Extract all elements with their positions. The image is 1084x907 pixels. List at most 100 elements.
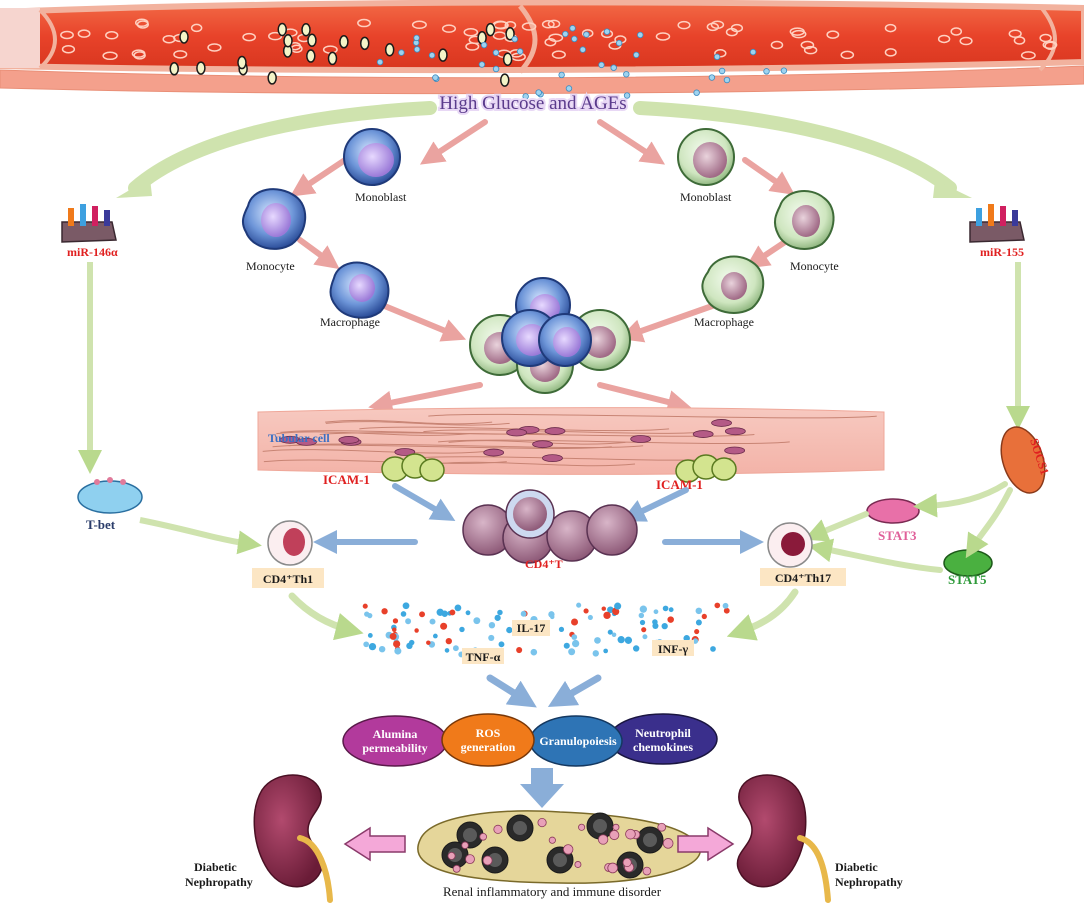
cytokine-dot bbox=[452, 645, 459, 652]
cytokine-dot bbox=[414, 628, 419, 633]
infg-label: INF-γ bbox=[658, 642, 689, 656]
glucose-dot bbox=[571, 35, 578, 43]
red-blood-cell bbox=[242, 32, 256, 42]
right-monocyte-label: Monocyte bbox=[790, 259, 839, 273]
red-blood-cell bbox=[884, 48, 897, 57]
glucose-dot bbox=[598, 61, 605, 69]
cytokine-dot bbox=[603, 648, 609, 654]
inflammatory-cell bbox=[612, 823, 620, 831]
tnfa-label-box bbox=[462, 648, 504, 664]
cytokine-dot bbox=[494, 614, 501, 621]
red-blood-cell bbox=[441, 24, 457, 33]
red-blood-cell bbox=[77, 29, 91, 38]
cytokine-dot bbox=[444, 648, 450, 653]
tissue-nucleus bbox=[630, 435, 652, 443]
left-macrophage-label: Macrophage bbox=[320, 315, 380, 329]
mir146-chip-icon bbox=[61, 204, 117, 243]
red-blood-cell bbox=[547, 19, 561, 29]
right-macrophage-cell bbox=[701, 255, 765, 314]
glucose-dot bbox=[623, 92, 631, 99]
inflammatory-cell bbox=[482, 855, 493, 866]
arrow-down-to-renal bbox=[520, 768, 564, 808]
stat3-label: STAT3 bbox=[878, 528, 917, 543]
tissue-nucleus bbox=[532, 440, 553, 449]
cytokine-dot bbox=[633, 645, 640, 652]
stimulus-title: High Glucose and AGEs bbox=[439, 93, 626, 114]
inflammatory-cell bbox=[609, 830, 620, 841]
tissue-fiber bbox=[423, 429, 712, 434]
mir146-label: miR-146α bbox=[67, 245, 118, 259]
cytokine-dot bbox=[392, 627, 397, 632]
glucose-dot bbox=[562, 30, 569, 38]
red-blood-cell bbox=[541, 20, 555, 29]
th1-label-box bbox=[252, 568, 324, 588]
renal-structures bbox=[441, 812, 674, 879]
cytokine-dot bbox=[571, 634, 578, 640]
inflammatory-cell bbox=[493, 824, 503, 834]
age-particle bbox=[505, 27, 515, 41]
tissue-nucleus bbox=[506, 428, 528, 437]
cytokine-dot bbox=[440, 622, 448, 630]
glucose-dot bbox=[583, 31, 590, 38]
cytokine-dot bbox=[367, 633, 373, 638]
age-particle bbox=[283, 33, 293, 48]
glucose-dot bbox=[569, 25, 576, 32]
tissue-fiber bbox=[325, 419, 493, 425]
th1-label: CD4⁺Th1 bbox=[263, 572, 313, 586]
tissue-fiber bbox=[434, 461, 636, 467]
th17-label-box bbox=[760, 568, 846, 586]
inflammatory-cell bbox=[622, 857, 632, 868]
inflammatory-cell bbox=[452, 864, 461, 873]
age-particle bbox=[485, 22, 496, 37]
glucose-dot bbox=[763, 68, 770, 75]
red-blood-cell bbox=[411, 20, 427, 30]
stat5-label: STAT5 bbox=[948, 572, 987, 587]
tissue-nucleus bbox=[724, 446, 746, 455]
tnfa-label: TNF-α bbox=[466, 650, 501, 664]
cytokine-dot bbox=[497, 609, 503, 616]
th17-cell bbox=[767, 522, 813, 568]
tissue-nucleus bbox=[296, 437, 317, 446]
red-blood-cell bbox=[548, 33, 564, 43]
cytokine-dot bbox=[520, 610, 527, 617]
cytokine-dot bbox=[576, 602, 582, 608]
glucose-dot bbox=[713, 53, 721, 61]
mir155-chip-icon bbox=[969, 204, 1025, 243]
effect-3-line1: Granulopoiesis bbox=[539, 734, 617, 748]
cytokine-dot bbox=[445, 637, 452, 645]
red-blood-cell bbox=[1013, 36, 1026, 45]
cytokine-dot bbox=[587, 614, 593, 620]
glucose-particles bbox=[376, 25, 788, 100]
red-blood-cell bbox=[655, 32, 671, 41]
cytokine-dot bbox=[568, 648, 576, 656]
cytokine-dot bbox=[611, 632, 617, 638]
cytokine-dot bbox=[429, 618, 436, 625]
tissue-fiber bbox=[276, 431, 470, 436]
left-nephropathy-line1: Diabetic bbox=[194, 860, 237, 874]
cytokine-dot bbox=[363, 641, 370, 648]
cytokine-dot bbox=[607, 606, 614, 614]
mir155-label: miR-155 bbox=[980, 245, 1024, 259]
glucose-dot bbox=[428, 52, 436, 59]
tissue-fiber bbox=[288, 443, 644, 449]
cytokine-dot bbox=[617, 636, 625, 644]
cytokine-dot bbox=[362, 603, 368, 609]
renal-disorder-label: Renal inflammatory and immune disorder bbox=[443, 884, 662, 899]
cytokine-dot bbox=[389, 632, 397, 640]
cytokine-dot bbox=[393, 640, 401, 648]
glomerulus-core bbox=[593, 819, 607, 833]
effect-4-line2: chemokines bbox=[633, 740, 693, 754]
red-blood-cell bbox=[463, 27, 479, 37]
effect-2-line1: ROS bbox=[476, 726, 501, 740]
tissue-nucleus bbox=[544, 427, 566, 435]
icam1-right-cluster bbox=[675, 454, 737, 483]
red-blood-cell bbox=[714, 49, 727, 58]
cytokine-dot bbox=[695, 607, 703, 615]
cytokine-dot bbox=[368, 642, 377, 651]
cytokine-dot bbox=[642, 634, 648, 640]
tissue-fibers bbox=[262, 413, 877, 467]
glucose-dot bbox=[693, 89, 700, 96]
left-nephropathy-line2: Nephropathy bbox=[185, 875, 253, 889]
red-blood-cell bbox=[959, 36, 973, 46]
